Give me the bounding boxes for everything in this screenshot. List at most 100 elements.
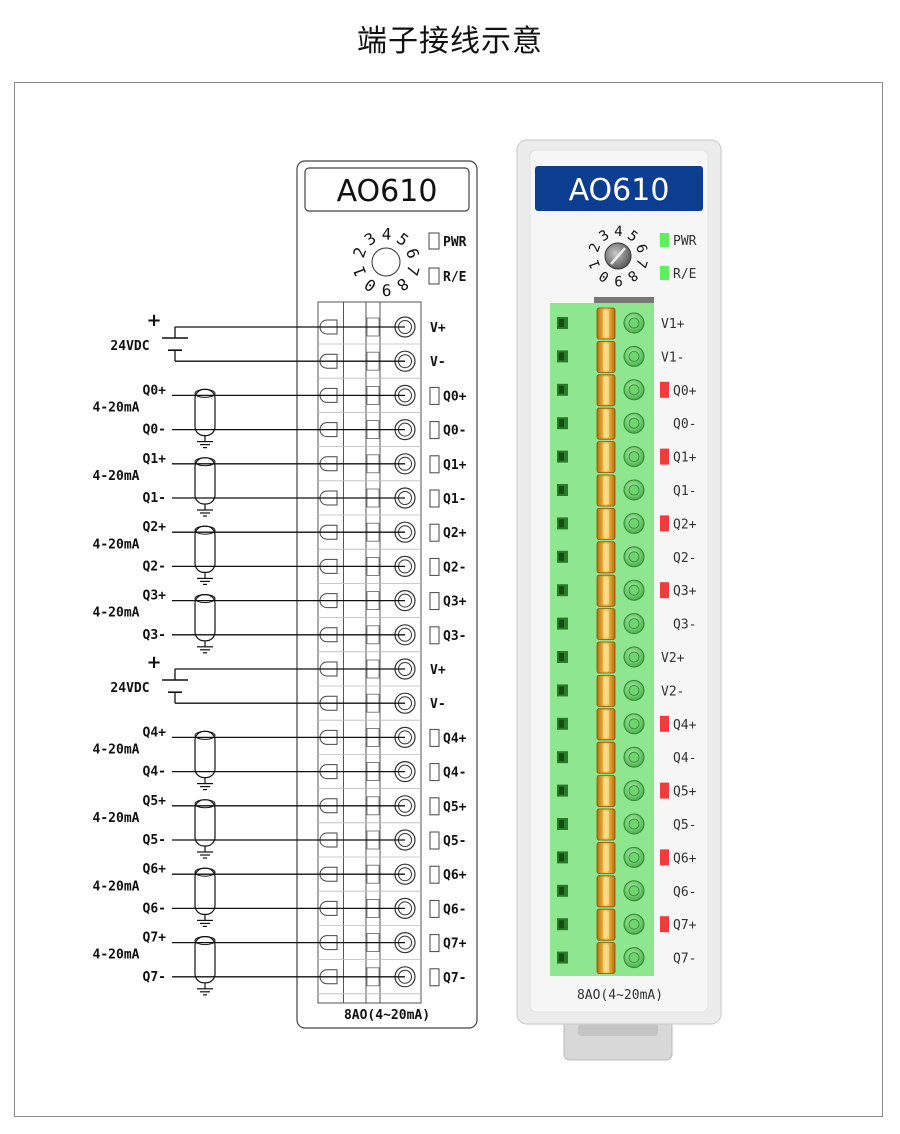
device-terminal-row: V1- [557, 340, 684, 373]
re-indicator-box [428, 267, 440, 285]
channel-plus-label: Q6+ [143, 862, 167, 877]
channel-indicator-box [429, 934, 440, 953]
release-lever[interactable] [596, 574, 616, 607]
current-label: 4-20mA [93, 606, 140, 621]
device-footer: 8AO(4~20mA) [577, 988, 663, 1003]
device-terminal-row: Q6+ [557, 842, 697, 874]
device-terminal-row: Q1+ [557, 441, 697, 474]
pwr-indicator-box [428, 232, 440, 250]
release-lever[interactable] [596, 808, 616, 841]
device-terminal-row: V2+ [557, 641, 685, 674]
terminal-label: V+ [430, 321, 446, 336]
terminal-label: Q4- [443, 766, 466, 781]
pwr-led [660, 233, 669, 247]
release-lever[interactable] [596, 507, 616, 540]
current-label: 4-20mA [93, 469, 140, 484]
channel-plus-label: Q3+ [143, 589, 167, 604]
release-lever[interactable] [596, 374, 616, 407]
device-terminal-label: V1- [661, 350, 684, 365]
release-lever[interactable] [596, 474, 616, 507]
terminal-label: Q0- [443, 424, 466, 439]
release-lever[interactable] [596, 775, 616, 807]
device-model-label: AO610 [569, 173, 670, 208]
dial-knob [371, 247, 401, 277]
channel-minus-label: Q2- [143, 559, 166, 574]
release-lever[interactable] [596, 908, 616, 941]
terminal-label: Q1- [443, 492, 466, 507]
external-wiring: +24VDCQ0+Q0-4-20mAQ1+Q1-4-20mAQ2+Q2-4-20… [93, 310, 405, 996]
release-lever[interactable] [596, 307, 616, 340]
channel-indicator-box [429, 455, 440, 474]
device-terminal-label: Q4+ [673, 718, 697, 733]
channel-indicator-box [429, 386, 440, 405]
device-terminal-label: Q0+ [673, 384, 697, 399]
release-lever[interactable] [596, 407, 616, 440]
release-lever[interactable] [596, 641, 616, 674]
channel-led [660, 849, 669, 866]
terminal-label: Q7- [443, 971, 466, 986]
release-lever[interactable] [596, 675, 616, 707]
release-lever[interactable] [596, 608, 616, 640]
terminal-label: Q6+ [443, 868, 467, 883]
channel-plus-label: Q7+ [143, 931, 167, 946]
channel-indicator-box [429, 557, 440, 576]
channel-minus-label: Q1- [143, 491, 166, 506]
dial-digit: 4 [382, 225, 392, 244]
current-label: 4-20mA [93, 743, 140, 758]
release-lever[interactable] [596, 842, 616, 874]
device-terminal-label: Q5+ [673, 785, 697, 800]
plus-sign: + [146, 310, 161, 331]
terminal-label: Q3+ [443, 595, 467, 610]
release-lever[interactable] [596, 708, 616, 741]
current-output-channel: Q5+Q5-4-20mA [93, 794, 405, 859]
channel-plus-label: Q1+ [143, 452, 167, 467]
device-terminal-row: Q4- [557, 741, 696, 774]
device-terminal-label: Q6- [673, 885, 696, 900]
device-terminal-label: Q2+ [673, 517, 697, 532]
channel-indicator-box [429, 831, 440, 850]
terminal-label: Q4+ [443, 731, 467, 746]
channel-indicator-box [429, 763, 440, 782]
schematic-terminal-row: Q0+ [318, 384, 467, 413]
terminal-label: Q6- [443, 902, 466, 917]
channel-indicator-box [429, 489, 440, 508]
device-terminal-label: V2- [661, 684, 684, 699]
power-label: 24VDC [110, 681, 149, 696]
device-terminal-row: V2- [557, 675, 684, 707]
device-terminal-row: V1+ [557, 307, 685, 340]
channel-indicator-box [429, 728, 440, 747]
current-output-channel: Q0+Q0-4-20mA [93, 383, 405, 449]
channel-led [660, 448, 669, 465]
schematic-model-label: AO610 [337, 174, 438, 209]
schematic-model-box [304, 167, 470, 212]
release-lever[interactable] [596, 340, 616, 373]
device-terminal-label: Q4- [673, 751, 696, 766]
device-terminal-label: Q6+ [673, 851, 697, 866]
schematic-terminal-row: Q5+ [318, 795, 467, 824]
current-output-channel: Q1+ Q1-4-20mA [93, 452, 405, 517]
schematic-terminal-row: Q7- [318, 966, 466, 995]
release-lever[interactable] [596, 942, 616, 974]
terminal-label: Q5- [443, 834, 466, 849]
release-lever[interactable] [596, 541, 616, 574]
power-supply: +24VDC [110, 310, 405, 362]
channel-indicator-box [429, 797, 440, 816]
channel-led [660, 381, 669, 398]
device-terminal-row: Q3+ [557, 574, 697, 607]
current-label: 4-20mA [93, 948, 140, 963]
channel-minus-label: Q3- [143, 628, 166, 643]
release-lever[interactable] [596, 875, 616, 908]
device-terminal-label: Q0- [673, 417, 696, 432]
plus-sign: + [146, 652, 161, 673]
channel-indicator-box [429, 626, 440, 645]
channel-indicator-box [429, 865, 440, 884]
release-lever[interactable] [596, 741, 616, 774]
release-lever[interactable] [596, 441, 616, 474]
channel-plus-label: Q2+ [143, 520, 167, 535]
terminal-label: V- [430, 355, 446, 370]
schematic-terminal-row: Q7+ [318, 931, 467, 960]
re-led-label: R/E [673, 267, 696, 282]
